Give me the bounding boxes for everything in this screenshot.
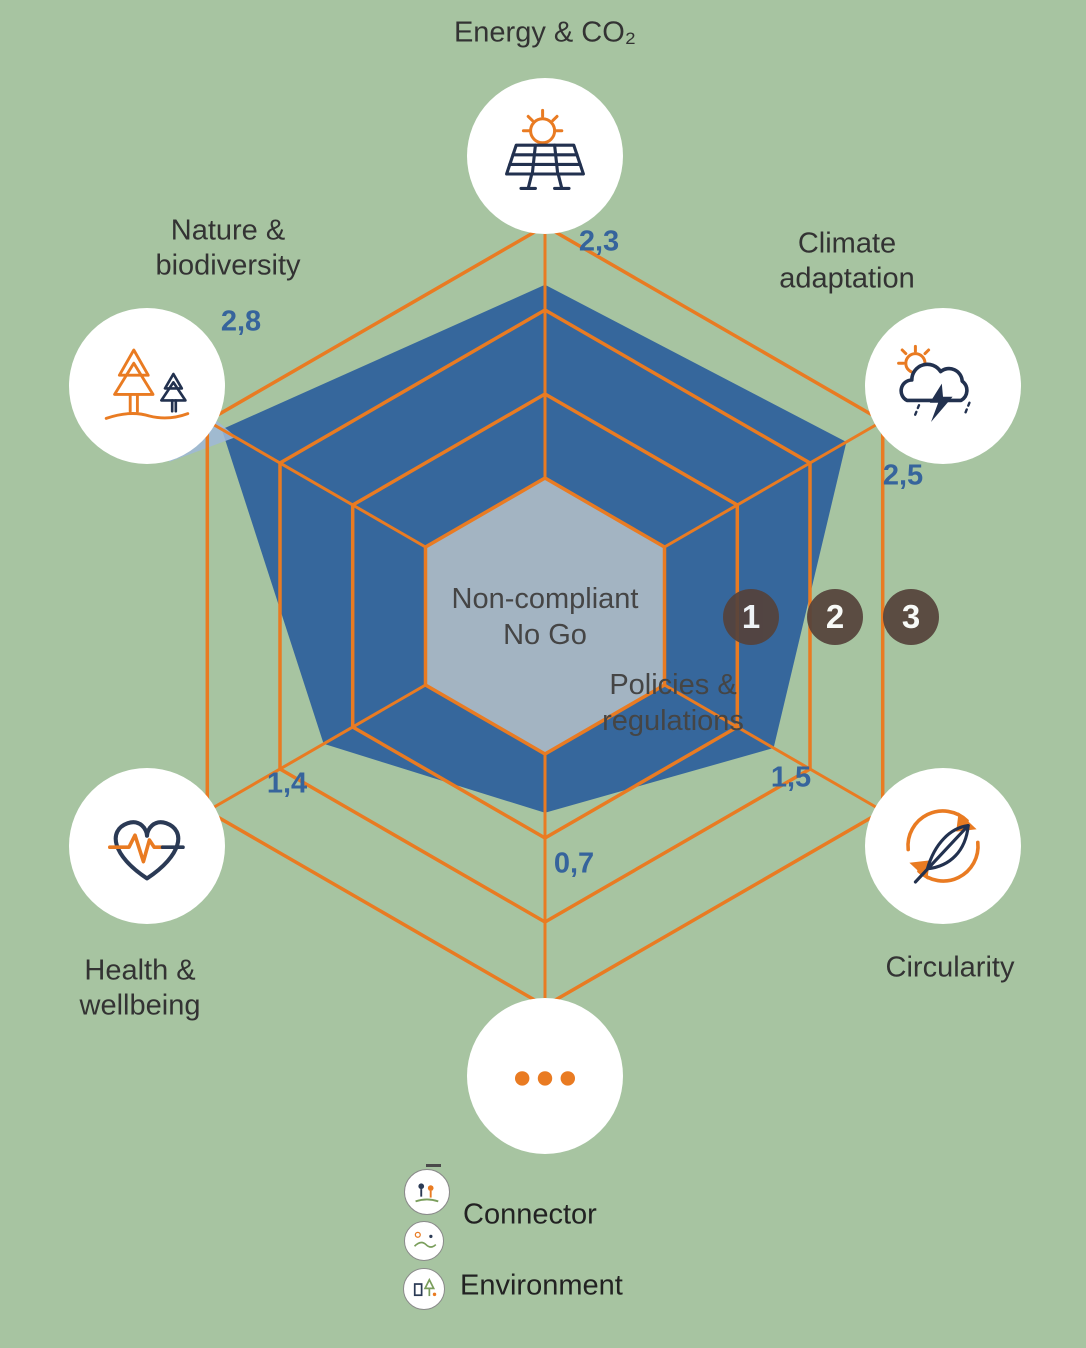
axis-spoke-5	[206, 419, 427, 549]
axis-spoke-1	[663, 419, 884, 549]
axis-spoke-2	[663, 683, 884, 813]
connector-icon	[404, 1169, 450, 1215]
storm-cloud-icon	[897, 344, 971, 422]
value-label-climate: 2,5	[882, 459, 924, 492]
axis-label-nature: Nature & biodiversity	[155, 214, 301, 282]
recycle-leaf-icon	[906, 809, 980, 884]
axis-label-health: Health & wellbeing	[79, 954, 201, 1022]
value-label-nature: 2,8	[220, 305, 262, 338]
center-zone-label: Non-compliant No Go	[451, 582, 639, 651]
ring-badge-3: 3	[883, 589, 939, 645]
ellipsis-icon	[515, 1071, 575, 1086]
value-label-more: 0,7	[553, 847, 595, 880]
trees-icon	[104, 348, 190, 420]
more-categories-icon	[467, 998, 623, 1154]
axis-label-energy: Energy & CO₂	[453, 16, 637, 49]
environment-icon	[403, 1268, 445, 1310]
ring-badge-2: 2	[807, 589, 863, 645]
axis-label-climate: Climate adaptation	[779, 227, 915, 295]
center-zone-hexagon	[423, 475, 667, 757]
landscape-icon	[404, 1221, 444, 1261]
legend-label-environment: Environment	[460, 1269, 623, 1302]
heart-pulse-icon	[108, 820, 185, 881]
climate-adaptation-icon	[865, 308, 1021, 464]
value-label-circularity: 1,5	[770, 761, 812, 794]
legend-label-connector: Connector	[463, 1198, 597, 1231]
nature-biodiversity-icon	[69, 308, 225, 464]
policies-regulations-label: Policies & regulations	[602, 668, 744, 737]
health-wellbeing-icon	[69, 768, 225, 924]
value-label-energy: 2,3	[578, 225, 620, 258]
value-label-health: 1,4	[266, 767, 308, 800]
circularity-icon	[865, 768, 1021, 924]
solar-panel-icon	[505, 108, 585, 190]
energy-co2-icon	[467, 78, 623, 234]
legend-dash	[426, 1164, 441, 1167]
axis-spoke-4	[206, 683, 427, 813]
ring-badge-1: 1	[723, 589, 779, 645]
axis-label-circularity: Circularity	[885, 951, 1015, 984]
